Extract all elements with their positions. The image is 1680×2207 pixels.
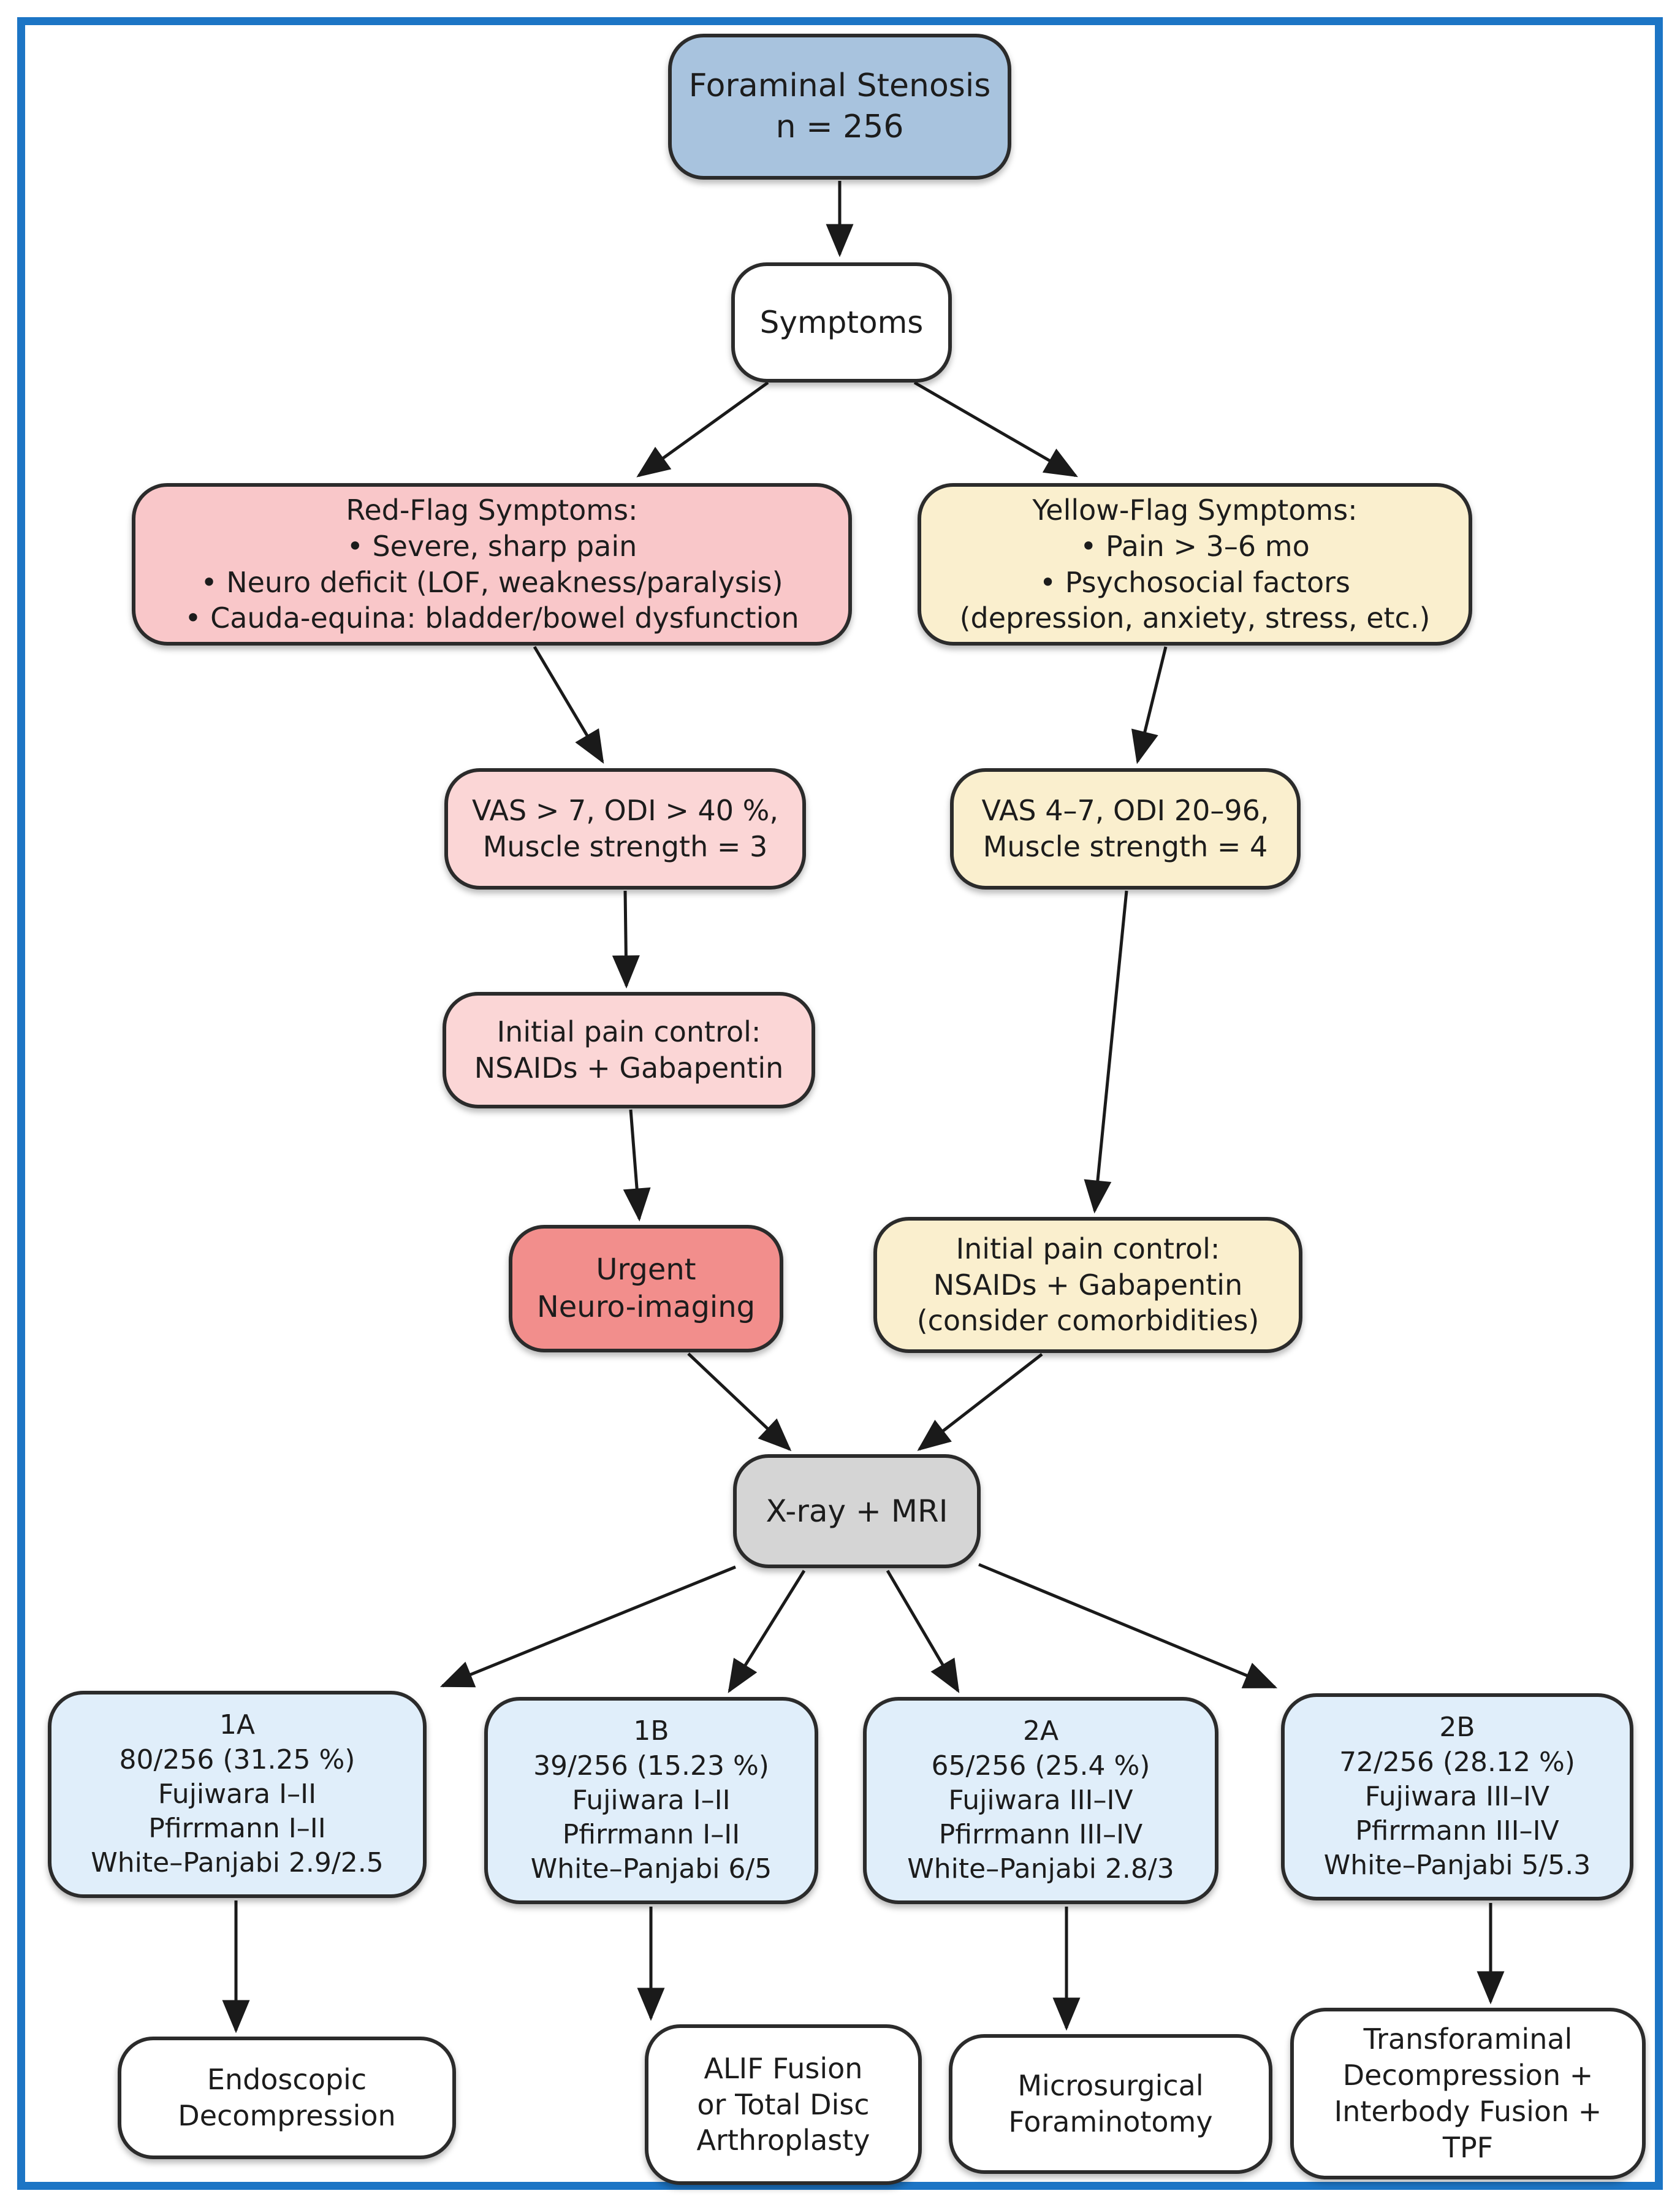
arrow-xray-to-1b bbox=[728, 1569, 806, 1693]
arrow-urgent-to-xray bbox=[687, 1352, 792, 1452]
arrow-painyellow-to-xray bbox=[917, 1353, 1043, 1451]
node-initial-pain-control-yellow: Initial pain control: NSAIDs + Gabapenti… bbox=[873, 1217, 1302, 1353]
node-transforaminal-decompression: Transforaminal Decompression + Interbody… bbox=[1290, 2008, 1646, 2179]
arrow-xray-to-1a bbox=[439, 1565, 736, 1688]
arrow-xray-to-2a bbox=[886, 1569, 960, 1693]
node-red-flag-symptoms: Red-Flag Symptoms: • Severe, sharp pain … bbox=[132, 483, 852, 646]
arrow-redflag-to-vasred bbox=[533, 646, 604, 764]
node-foraminal-stenosis: Foraminal Stenosis n = 256 bbox=[668, 34, 1011, 180]
node-alif-fusion: ALIF Fusion or Total Disc Arthroplasty bbox=[645, 2024, 922, 2185]
node-microsurgical-foraminotomy: Microsurgical Foraminotomy bbox=[949, 2034, 1272, 2174]
node-endoscopic-decompression: Endoscopic Decompression bbox=[118, 2037, 456, 2159]
node-vas-odi-red: VAS > 7, ODI > 40 %, Muscle strength = 3 bbox=[444, 768, 806, 890]
node-grade-1a: 1A 80/256 (31.25 %) Fujiwara I–II Pfirrm… bbox=[48, 1691, 427, 1898]
node-yellow-flag-symptoms: Yellow-Flag Symptoms: • Pain > 3–6 mo • … bbox=[918, 483, 1472, 646]
node-urgent-neuro-imaging: Urgent Neuro-imaging bbox=[509, 1225, 783, 1352]
node-grade-2b: 2B 72/256 (28.12 %) Fujiwara III–IV Pfir… bbox=[1281, 1693, 1633, 1900]
node-grade-1b: 1B 39/256 (15.23 %) Fujiwara I–II Pfirrm… bbox=[484, 1697, 818, 1904]
node-grade-2a: 2A 65/256 (25.4 %) Fujiwara III–IV Pfirr… bbox=[863, 1697, 1218, 1904]
arrow-symptoms-to-redflag bbox=[636, 381, 769, 478]
arrow-vasyellow-to-painyellow bbox=[1084, 890, 1128, 1214]
arrow-xray-to-2b bbox=[978, 1563, 1278, 1689]
outer-blue-frame bbox=[17, 17, 1663, 2190]
node-xray-mri: X-ray + MRI bbox=[733, 1454, 981, 1568]
arrow-symptoms-to-yellowflag bbox=[913, 381, 1078, 478]
node-initial-pain-control-red: Initial pain control: NSAIDs + Gabapenti… bbox=[443, 992, 815, 1108]
node-symptoms: Symptoms bbox=[731, 262, 952, 383]
arrow-painred-to-urgent bbox=[623, 1109, 651, 1222]
arrow-yellowflag-to-vasyellow bbox=[1131, 646, 1168, 764]
node-vas-odi-yellow: VAS 4–7, ODI 20–96, Muscle strength = 4 bbox=[950, 768, 1301, 890]
arrow-vasred-to-painred bbox=[612, 890, 640, 989]
